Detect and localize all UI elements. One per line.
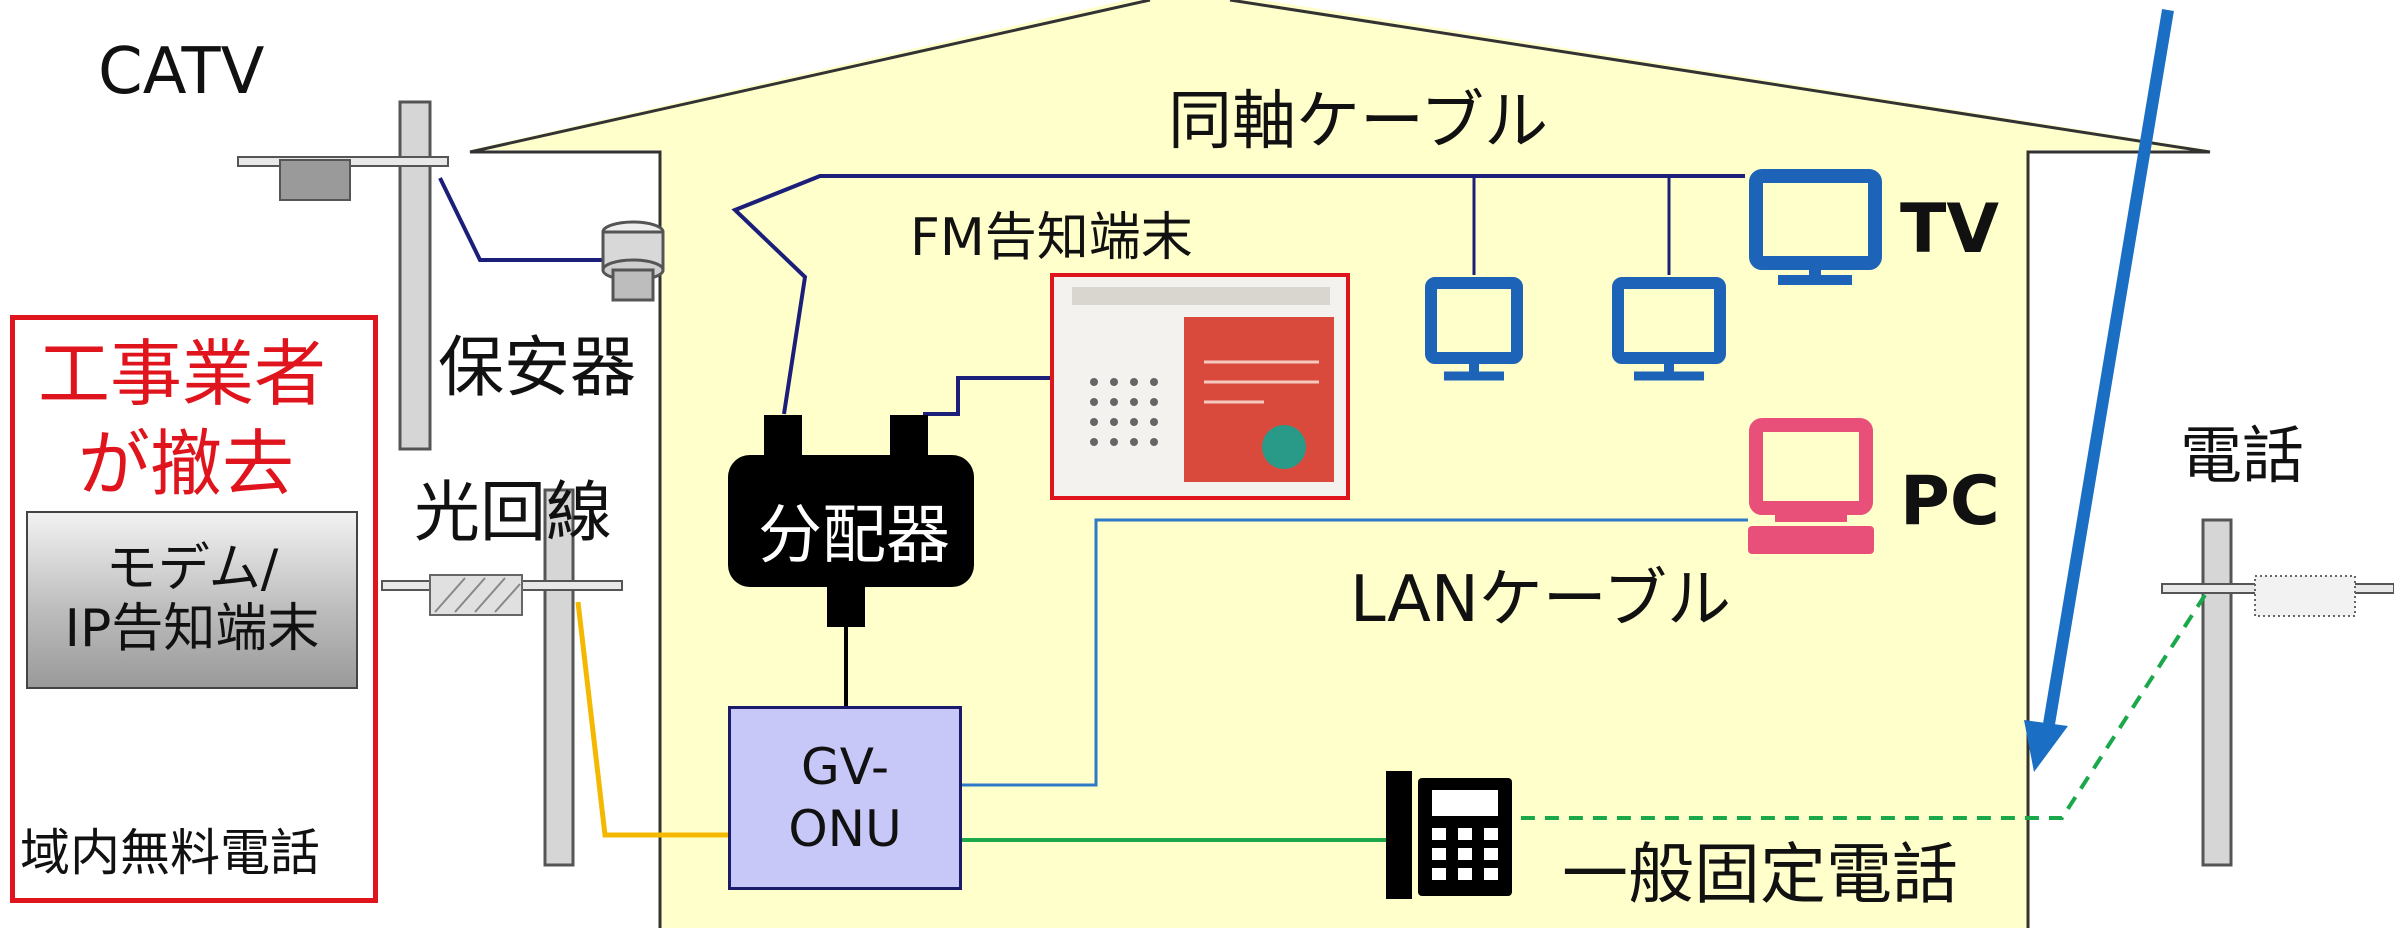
tv-icon — [1425, 277, 1523, 381]
modem-device: モデム/ IP告知端末 — [26, 511, 358, 689]
modem-label-line2: IP告知端末 — [64, 599, 320, 659]
splitter-icon — [728, 415, 974, 627]
phone-closure — [2254, 575, 2356, 617]
lan-cable — [962, 518, 1748, 787]
lan-cable-label: LANケーブル — [1350, 563, 1731, 637]
phone-pole — [2201, 518, 2233, 867]
onu-label-line2: ONU — [788, 800, 902, 858]
phone-icon — [1386, 771, 1512, 899]
arrow-head — [2024, 720, 2068, 772]
pc-icon — [1748, 418, 1874, 554]
arrow-shaft — [2042, 9, 2174, 731]
house-outline — [469, 0, 1151, 928]
coax-cable-label: 同軸ケーブル — [1168, 85, 1549, 159]
modem-label-line1: モデム/ — [105, 539, 279, 600]
telephone-label: 電話 — [2180, 419, 2305, 492]
removed-title-line2: が撤去 — [78, 422, 295, 506]
fiber-line — [575, 601, 728, 838]
fm-terminal-device — [1050, 273, 1350, 500]
landline-phone-label: 一般固定電話 — [1562, 836, 1958, 913]
fiber-line-label: 光回線 — [414, 474, 612, 551]
fm-terminal-label: FM告知端末 — [910, 208, 1193, 268]
house-outline-right — [1229, 0, 2211, 928]
tv-label: TV — [1900, 190, 2000, 269]
free-call-label: 域内無料電話 — [20, 824, 320, 882]
tv-icon — [1749, 169, 1882, 285]
onu-label-line1: GV- — [800, 737, 890, 796]
phone-drop-line — [1520, 593, 2207, 820]
coax-to-fm — [923, 376, 1050, 416]
fiber-pole — [543, 488, 575, 867]
pc-label: PC — [1900, 462, 2000, 541]
removed-title-line1: 工事業者 — [38, 332, 327, 416]
catv-pole — [398, 100, 432, 451]
radio-icon — [1054, 277, 1346, 496]
catv-tap-box — [279, 159, 351, 201]
coax-main — [731, 174, 1745, 415]
tv-icon — [1612, 277, 1726, 381]
catv-label: CATV — [98, 35, 265, 109]
fiber-closure — [429, 574, 523, 616]
protector-icon — [601, 220, 665, 302]
onu-device: GV- ONU — [728, 706, 962, 890]
splitter-label: 分配器 — [758, 499, 950, 573]
protector-label: 保安器 — [438, 329, 636, 406]
catv-drop-line — [438, 177, 605, 262]
